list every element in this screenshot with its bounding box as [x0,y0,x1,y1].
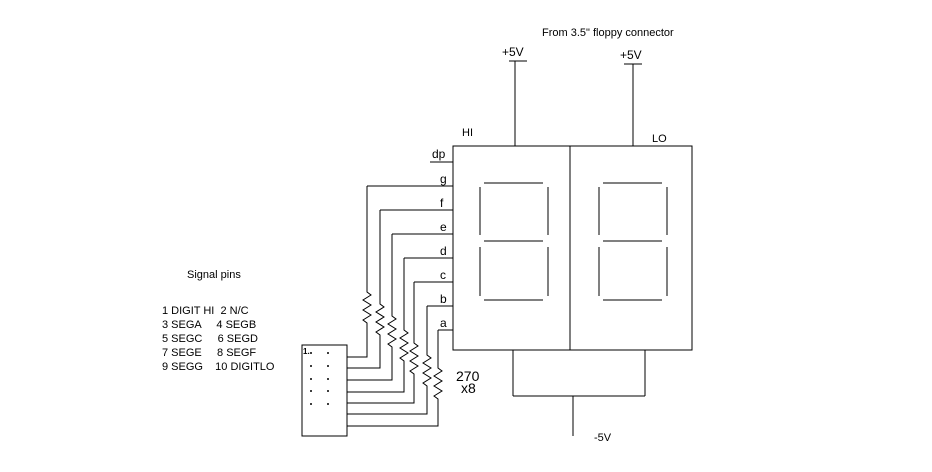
seven-segment-display [452,145,693,351]
resistor-trace-f [347,210,385,369]
supply-label-positive-hi: +5V [502,45,524,59]
pin-label-g: g [440,172,447,186]
segment-pins: dp g f e d c b a [367,147,453,331]
display-label-hi: HI [462,127,473,139]
caption-floppy-connector: From 3.5" floppy connector [542,27,674,39]
legend-row: 9 SEGG 10 DIGITLO [162,361,275,373]
resistor-count: x8 [461,380,476,396]
display-body [452,145,693,351]
resistor-trace-e [347,234,397,381]
connector-pin [327,378,329,380]
connector-pin [327,390,329,392]
pin-header-connector: 1. [301,344,348,437]
common-ground-wiring: -5V [512,350,646,444]
legend-row: 5 SEGC 6 SEGD [162,333,258,345]
resistor-trace-c [347,282,419,404]
signal-pins-legend: Signal pins 1 DIGIT HI 2 N/C 3 SEGA 4 SE… [162,269,275,373]
connector-pin [327,365,329,367]
pin-label-a: a [440,316,447,330]
pin-label-c: c [440,268,446,282]
supply-label-negative: -5V [594,432,612,444]
resistor-trace-b [347,306,432,415]
digit-lo [598,182,668,301]
connector-pin [327,352,329,354]
display-label-lo: LO [652,133,667,145]
legend-row: 1 DIGIT HI 2 N/C [162,305,249,317]
connector-pin [327,403,329,405]
resistor-trace-d [347,258,409,393]
pin-label-e: e [440,220,447,234]
connector-pin [310,403,312,405]
legend-row: 7 SEGE 8 SEGF [162,347,256,359]
supply-label-positive-lo: +5V [620,48,642,62]
resistor-network: 270 x8 [347,186,480,427]
connector-pin [310,352,312,354]
legend-row: 3 SEGA 4 SEGB [162,319,256,331]
supply-positive-lo: +5V [620,48,642,146]
pin-label-dp: dp [432,147,446,161]
resistor-value: 270 [456,368,480,384]
legend-title: Signal pins [187,269,241,281]
connector-pin [310,365,312,367]
pin-label-f: f [440,196,444,210]
supply-positive-hi: +5V [502,45,527,146]
resistor-trace-g [347,186,372,358]
pin-label-b: b [440,292,447,306]
connector-pin1-label: 1. [303,347,310,356]
pin-label-d: d [440,244,447,258]
digit-hi [479,182,549,301]
resistor-trace-a [347,330,443,427]
connector-pins [310,352,329,405]
connector-body [301,344,348,437]
connector-pin [310,378,312,380]
connector-pin [310,390,312,392]
